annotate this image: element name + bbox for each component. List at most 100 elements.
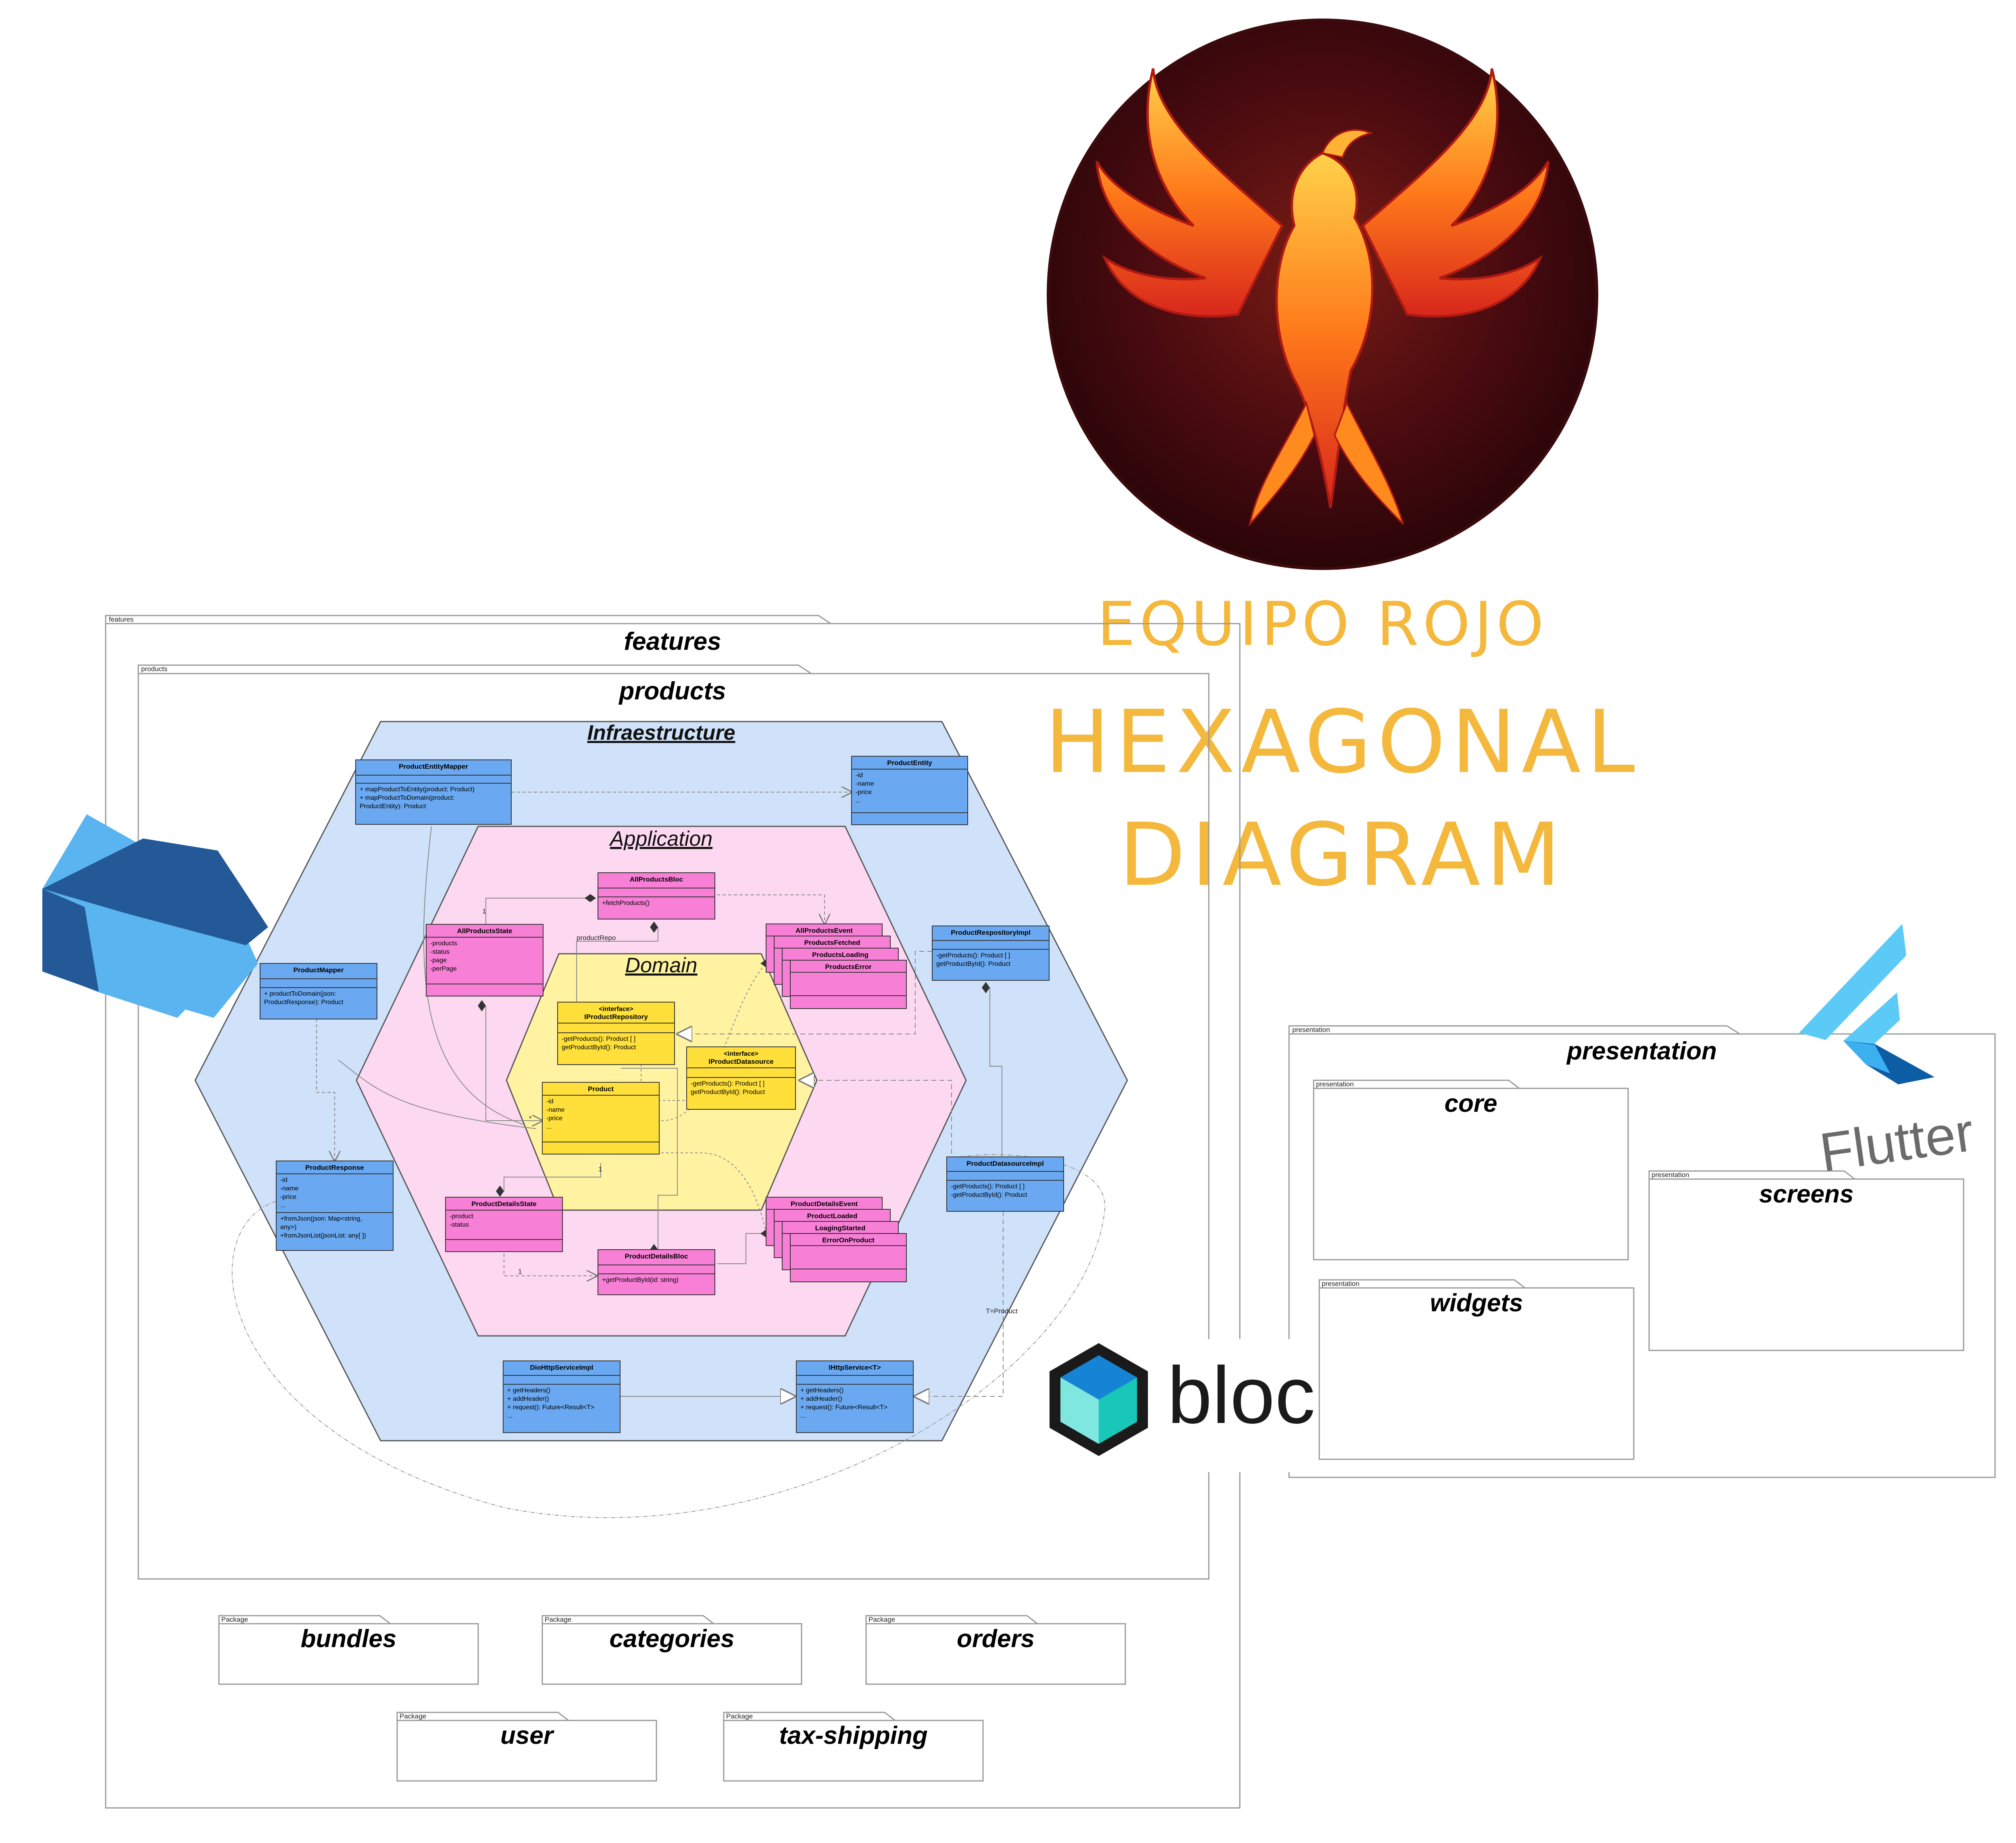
flutter-wordmark: Flutter [1816,1101,1977,1183]
package-title: orders [957,1625,1035,1653]
class-name: ProductDetailsBloc [625,1252,688,1260]
event-class-name: ProductsLoading [812,951,868,959]
class-IHttpService: IHttpService<T> + getHeaders() + addHeader… [796,1360,914,1433]
package-categories: Package categories [541,1615,802,1685]
package-tab-label: Package [545,1616,571,1623]
package-tab-label: presentation [1316,1080,1354,1088]
class-ProductMapper: ProductMapper+ productToDomain(json:Prod… [260,963,377,1019]
package-tab-label: Package [221,1616,248,1623]
class-AllProductsBloc: AllProductsBloc +fetchProducts() [598,872,715,919]
package-title: core [1445,1090,1497,1117]
class-name: IHttpService<T> [829,1364,881,1371]
class-method: + productToDomain(json: [264,990,336,997]
class-method: -getProducts(): Product [ ] [951,1183,1025,1190]
event-class-name: ProductsFetched [804,939,860,946]
class-method: +getProductById(id: string) [602,1277,679,1283]
class-IProductRepository: <interface>IProductRepository-getProduct… [557,1002,675,1065]
package-tab-label: Package [400,1712,426,1720]
class-ProductDatasourceImpl: ProductDatasourceImpl-getProducts(): Pro… [946,1157,1064,1212]
class-stereotype: <interface> [724,1050,758,1057]
multiplicity-one-c: 1 [518,1268,522,1275]
class-attribute: -id [546,1098,554,1105]
class-method: -getProductById(): Product [951,1192,1027,1198]
class-ProductEntity: ProductEntity-id-name-price... [851,756,968,825]
class-attribute: -name [856,780,874,787]
class-attribute: ... [546,1123,552,1130]
class-method: +fromJsonList(jsonList: any[ ]) [280,1232,366,1239]
class-DioHttpServiceImpl: DioHttpServiceImpl+ getHeaders()+ addHea… [503,1360,621,1433]
class-attribute: -name [280,1185,298,1192]
class-method: + getHeaders() [800,1387,843,1394]
class-attribute: -price [280,1194,296,1200]
class-ProductEntityMapper: ProductEntityMapper + mapProductToEntity(… [355,759,512,825]
class-method: +fetchProducts() [602,900,650,907]
class-ProductDetailsState: ProductDetailsState-product-status [445,1197,563,1252]
class-method: + request(): Future<Result<T> [800,1404,887,1411]
features-tab-label: features [109,616,133,623]
class-attribute: -id [856,772,863,779]
event-class-name: LoagingStarted [815,1224,866,1232]
tproduct-label: T=Product [986,1307,1018,1315]
event-class-name: ProductLoaded [807,1212,858,1220]
event-class-name: ProductsError [825,963,872,971]
event-class-name: AllProductsEvent [796,927,853,934]
class-name: ProductEntityMapper [399,763,468,770]
class-method: + mapProductToEntity(product: Product) [360,786,475,793]
team-name: EQUIPO ROJO [1097,589,1548,659]
class-method: + mapProductToDomain(product: [360,795,454,801]
class-stack-AllProductsEvent: AllProductsEventProductsFetchedProductsL… [766,924,907,1009]
class-name: ProductEntity [887,759,932,767]
class-AllProductsState: AllProductsState-products-status-page-pe… [426,924,544,996]
feature-packages: PackagebundlesPackagecategoriesPackageor… [218,1080,1964,1782]
class-method: getProductById(): Product [562,1044,636,1051]
class-method: ProductEntity): Product [360,803,426,810]
package-core: presentation core [1313,1080,1629,1261]
class-method: +fromJson(json: Map<string, [280,1215,362,1222]
class-name: DioHttpServiceImpl [530,1364,594,1371]
class-attribute: -products [430,940,457,947]
class-attribute: -perPage [430,965,457,972]
package-tab-label: presentation [1322,1280,1360,1288]
bloc-wordmark: bloc [1167,1350,1315,1440]
infrastructure-title: Infraestructure [587,721,735,745]
package-title: categories [609,1625,734,1653]
class-method: -getProducts(): Product [ ] [691,1080,764,1087]
class-Product: Product-id-name-price... [542,1082,660,1154]
class-name: ProductResponse [305,1164,364,1171]
package-tab-label: presentation [1652,1171,1689,1179]
package-tab-label: Package [726,1712,753,1720]
multiplicity-one-b: 1 [598,1165,602,1173]
class-ProductResponse: ProductResponse-id-name-price...+fromJso… [276,1161,394,1251]
class-attribute: -price [856,789,872,796]
class-attribute: -page [430,957,447,964]
package-presentation: presentation presentation [1288,1025,1996,1478]
class-method: + addHeader() [800,1396,842,1402]
class-method: -getProducts(): Product [ ] [562,1036,635,1042]
package-tax_shipping: Package tax-shipping [723,1712,984,1782]
diagram-title-line1: HEXAGONAL [1045,691,1641,793]
class-method: + request(): Future<Result<T> [507,1404,594,1411]
application-title: Application [609,827,712,851]
phoenix-emblem [1047,19,1598,570]
multiplicity-one-a: 1 [482,907,486,915]
package-title: tax-shipping [779,1722,928,1749]
class-method: + getHeaders() [507,1387,550,1394]
class-attribute: -price [546,1115,562,1122]
products-tab-label: products [141,665,167,673]
presentation-tab-label: presentation [1292,1026,1330,1034]
class-attribute: -status [430,949,450,955]
class-stack-ProductDetailsEvent: ProductDetailsEventProductLoadedLoagingS… [766,1197,907,1282]
class-method: any>) [280,1224,296,1231]
class-stereotype: <interface> [599,1006,633,1013]
package-title: user [500,1722,554,1749]
class-method: getProductById(): Product [936,961,1011,967]
package-products: products products [137,664,1210,1580]
package-tab-label: Package [868,1616,895,1623]
products-title: products [618,677,726,705]
package-user: Package user [396,1712,657,1782]
class-name: ProductDetailsState [471,1200,537,1208]
class-name: AllProductsBloc [630,876,683,883]
package-orders: Package orders [865,1615,1126,1685]
